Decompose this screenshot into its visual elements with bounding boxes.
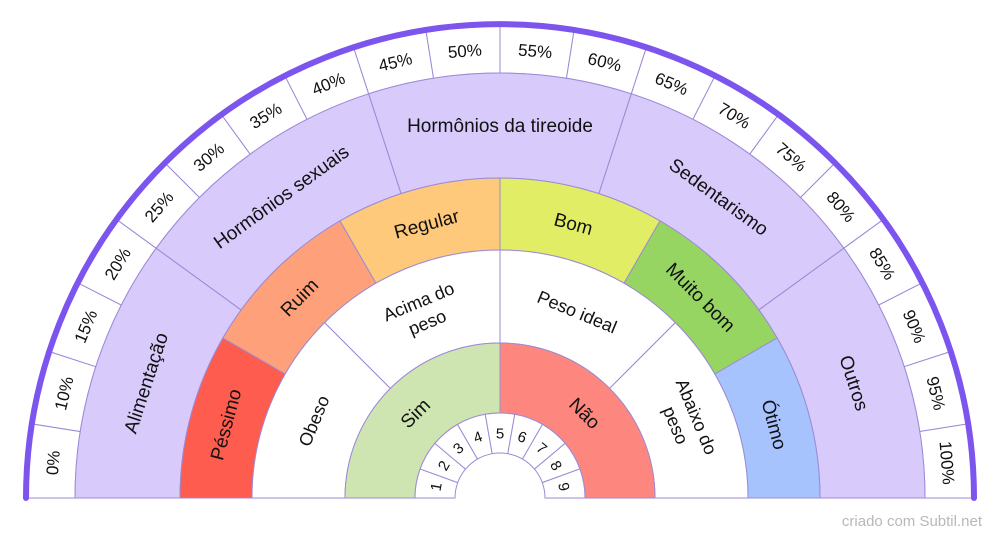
- outer-rim-arc: [23, 21, 977, 501]
- label-percent-0: 0%: [43, 450, 64, 476]
- segment-scale-8: [541, 468, 586, 499]
- label-cause-2: Hormônios da tireoide: [407, 116, 593, 137]
- label-percent-9: 50%: [447, 41, 482, 63]
- label-percent-10: 55%: [517, 41, 552, 63]
- wheel-segments: [27, 25, 973, 499]
- label-scale-0: 1: [428, 481, 446, 492]
- label-percent-19: 100%: [935, 440, 957, 485]
- label-scale-4: 5: [496, 425, 504, 442]
- credit-text: criado com Subtil.net: [841, 513, 982, 530]
- label-scale-8: 9: [554, 481, 572, 492]
